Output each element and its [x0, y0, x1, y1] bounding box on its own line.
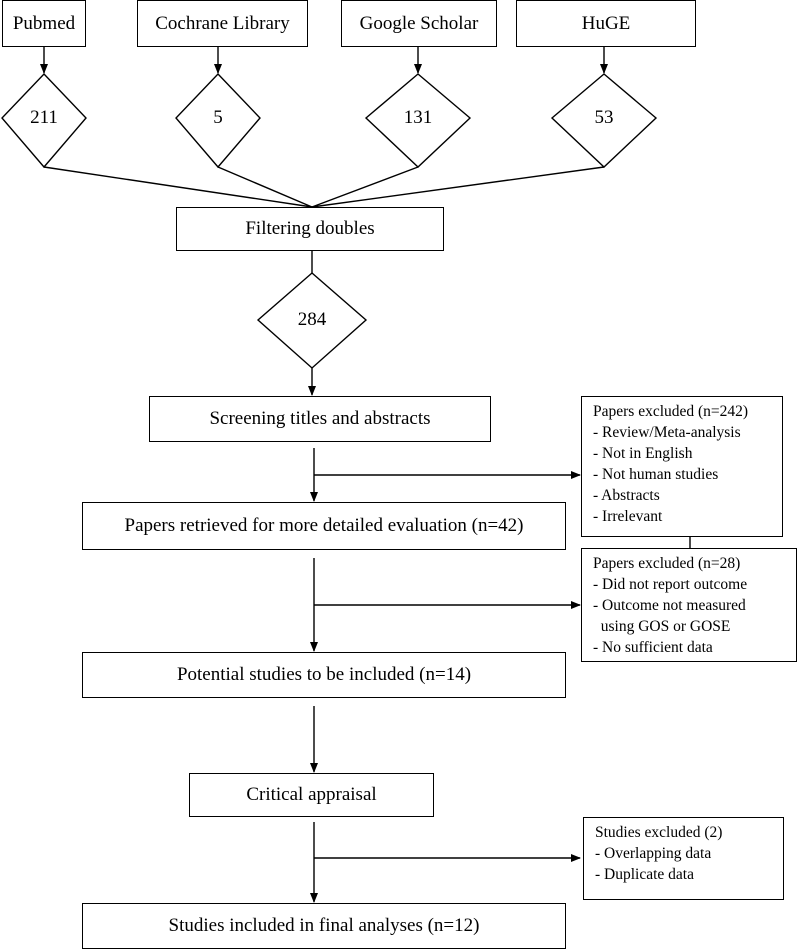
source-box-google-scholar: Google Scholar [341, 0, 497, 47]
exclusion-title: Studies excluded (2) [595, 824, 723, 841]
source-box-pubmed: Pubmed [2, 0, 86, 47]
source-label: Pubmed [12, 12, 76, 34]
count-huge: 53 [594, 107, 614, 128]
screening-label: Screening titles and abstracts [209, 408, 431, 430]
source-label: Cochrane Library [155, 12, 290, 34]
potential-label: Potential studies to be included (n=14) [176, 664, 472, 686]
exclusion-reason: - No sufficient data [593, 639, 713, 656]
source-label: Google Scholar [359, 12, 479, 34]
potential-box: Potential studies to be included (n=14) [82, 652, 566, 698]
exclusion-reason: - Not human studies [593, 466, 719, 483]
count-cochrane: 5 [213, 107, 223, 128]
appraisal-label: Critical appraisal [246, 784, 377, 806]
exclusion-box-evaluation: Papers excluded (n=28) - Did not report … [581, 548, 797, 662]
exclusion-reason: - Abstracts [593, 487, 660, 504]
exclusion-reason: - Not in English [593, 445, 693, 462]
source-box-huge: HuGE [516, 0, 696, 47]
appraisal-box: Critical appraisal [189, 773, 434, 817]
retrieved-box: Papers retrieved for more detailed evalu… [82, 502, 566, 550]
exclusion-box-appraisal: Studies excluded (2) - Overlapping data … [583, 817, 784, 900]
count-google-scholar: 131 [403, 107, 433, 128]
included-label: Studies included in final analyses (n=12… [168, 915, 480, 937]
exclusion-reason: - Outcome not measured [593, 597, 746, 614]
count-pubmed: 211 [30, 107, 58, 128]
exclusion-reasons: - Overlapping data - Duplicate data [595, 843, 775, 885]
retrieved-label: Papers retrieved for more detailed evalu… [124, 515, 524, 537]
source-label: HuGE [581, 12, 631, 34]
exclusion-reasons: - Review/Meta-analysis - Not in English … [593, 422, 774, 527]
exclusion-reason: - Review/Meta-analysis [593, 424, 741, 441]
filtering-label: Filtering doubles [245, 218, 375, 240]
screening-box: Screening titles and abstracts [149, 396, 491, 442]
exclusion-title: Papers excluded (n=242) [593, 403, 749, 420]
included-box: Studies included in final analyses (n=12… [82, 903, 566, 949]
exclusion-reason: - Did not report outcome [593, 576, 748, 593]
exclusion-reason: - Overlapping data [595, 845, 712, 862]
filtering-doubles-box: Filtering doubles [176, 207, 444, 251]
count-filtered: 284 [297, 309, 327, 330]
exclusion-reason: - Irrelevant [593, 508, 663, 525]
exclusion-reason: using GOS or GOSE [593, 618, 731, 635]
exclusion-reason: - Duplicate data [595, 866, 694, 883]
exclusion-box-screening: Papers excluded (n=242) - Review/Meta-an… [581, 396, 783, 537]
exclusion-reasons: - Did not report outcome - Outcome not m… [593, 574, 788, 658]
source-box-cochrane: Cochrane Library [137, 0, 308, 47]
exclusion-title: Papers excluded (n=28) [593, 555, 741, 572]
